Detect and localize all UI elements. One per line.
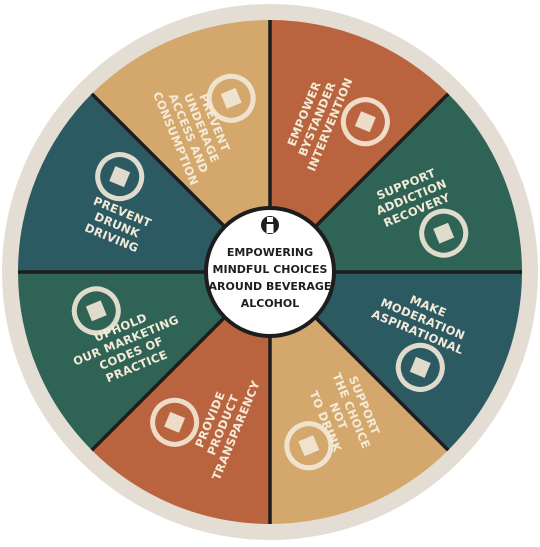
segment-support-choice — [270, 272, 449, 524]
cup-icon — [206, 73, 256, 123]
center-line-4: ALCOHOL — [241, 297, 300, 310]
hand-icon — [340, 97, 390, 147]
segment-marketing-codes — [17, 272, 270, 451]
segment-drunk-driving — [18, 93, 270, 273]
segment-labels: EMPOWERBYSTANDERINTERVENTIONSUPPORTADDIC… — [71, 76, 467, 483]
center-circle — [204, 206, 336, 338]
steering-wheel-icon — [95, 152, 145, 202]
segment-underage-access — [91, 20, 271, 272]
segment-product-transparency — [91, 272, 271, 524]
segments — [17, 20, 522, 524]
label-icon — [150, 397, 200, 447]
segment-make-moderation — [270, 272, 522, 451]
mountain-path-icon — [395, 342, 445, 392]
water-bottle-icon — [284, 421, 334, 471]
ladder-icon — [419, 208, 469, 258]
center-line-3: AROUND BEVERAGE — [209, 280, 332, 293]
center-hub: EMPOWERING MINDFUL CHOICES AROUND BEVERA… — [204, 206, 336, 338]
center-line-1: EMPOWERING — [227, 246, 313, 259]
segment-icons — [71, 73, 469, 471]
segment-empower-bystander — [270, 20, 449, 272]
bottle-icon — [261, 216, 279, 234]
segment-support-addiction — [270, 93, 522, 273]
megaphone-icon — [71, 286, 121, 336]
center-line-2: MINDFUL CHOICES — [213, 263, 328, 276]
